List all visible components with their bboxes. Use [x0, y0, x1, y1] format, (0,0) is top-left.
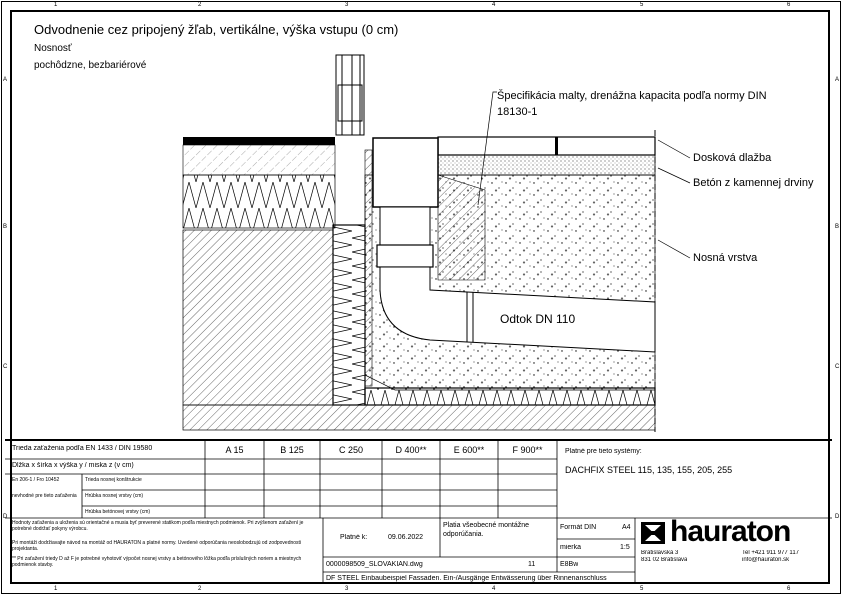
- row-marker: B: [835, 224, 840, 230]
- valid-date: 09.06.2022: [388, 534, 424, 541]
- note: Hodnoty zaťaženia a uloženia sú orientač…: [12, 520, 304, 532]
- column-marker: 2: [198, 2, 202, 8]
- mortar-callout-line1: Špecifikácia malty, drenážna kapacita po…: [497, 90, 767, 102]
- phone: Tel +421 911 977 117: [742, 550, 799, 556]
- column-marker: 5: [640, 2, 644, 8]
- column-marker: 1: [54, 586, 58, 592]
- base-callout: Nosná vrstva: [693, 252, 758, 264]
- bottom-structure: [182, 404, 656, 431]
- class-f900: F 900**: [512, 445, 543, 455]
- note: ** Pri zaťažení triedy D až F je potrebn…: [12, 556, 302, 568]
- concrete-note: nevhodné pre tieto zaťaženia: [12, 493, 77, 499]
- row-label: Hrúbka nosnej vrstvy (cm): [85, 493, 144, 499]
- valid-label: Platné k:: [340, 534, 368, 541]
- scale-value: 1:5: [620, 544, 630, 551]
- systems-list: DACHFIX STEEL 115, 135, 155, 205, 255: [565, 465, 733, 475]
- format-value: A4: [622, 524, 631, 531]
- row-marker: A: [3, 77, 8, 83]
- address-line2: 831 02 Bratislava: [641, 557, 688, 563]
- left-structure: [182, 229, 334, 406]
- outlet-callout: Odtok DN 110: [500, 312, 576, 326]
- column-marker: 6: [787, 2, 791, 8]
- systems-label: Platné pre tieto systémy:: [565, 448, 642, 455]
- row-marker: D: [835, 514, 840, 520]
- row-marker: C: [835, 364, 840, 370]
- column-marker: 6: [787, 586, 791, 592]
- column-marker: 5: [640, 586, 644, 592]
- mortar-zone: [437, 174, 486, 281]
- column-marker: 4: [492, 2, 496, 8]
- class-c250: C 250: [338, 445, 364, 455]
- class-e600: E 600**: [453, 445, 485, 455]
- left-membrane: [183, 137, 335, 145]
- left-screed: [182, 144, 336, 176]
- class-b125: B 125: [280, 445, 304, 455]
- load-label: Nosnosť: [34, 43, 72, 54]
- hauraton-logo-icon: [641, 522, 665, 544]
- note: Pri montáži dodržiavajte návod na montáž…: [12, 540, 302, 552]
- column-marker: 2: [198, 586, 202, 592]
- drawing-title: Odvodnenie cez pripojený žľab, vertikáln…: [34, 22, 399, 37]
- paving-callout: Dosková dlažba: [693, 152, 772, 164]
- load-value: pochôdzne, bezbariérové: [34, 60, 147, 71]
- row-marker: D: [3, 514, 8, 520]
- email: info@hauraton.sk: [742, 557, 790, 563]
- filename: 0000098509_SLOVAKIAN.dwg: [326, 561, 423, 568]
- sheet-number: 11: [528, 561, 536, 568]
- column-marker: 3: [345, 586, 349, 592]
- row-label: Hrúbka betónovej vrstvy (cm): [85, 509, 151, 515]
- column-marker: 1: [54, 2, 58, 8]
- column-marker: 3: [345, 2, 349, 8]
- row-marker: B: [3, 224, 8, 230]
- format-label: Formát DIN: [560, 524, 597, 531]
- drawing-description: DF STEEL Einbaubeispiel Fassaden. Ein-/A…: [326, 575, 607, 582]
- concrete-callout: Betón z kamennej drviny: [693, 177, 814, 189]
- concrete-norm: En 206-1 / Fro 10452: [12, 477, 60, 483]
- left-insulation: [182, 174, 336, 229]
- column-marker: 4: [492, 586, 496, 592]
- row-marker: C: [3, 364, 8, 370]
- row-label: Trieda nosnej konštrukcie: [85, 477, 142, 483]
- drain-box: [372, 137, 439, 208]
- sheet-frame: [10, 10, 830, 584]
- class-a15: A 15: [225, 445, 244, 455]
- drawing-code: E8Bw: [560, 561, 579, 568]
- company-name: hauraton: [670, 515, 791, 548]
- dimensions-header: Dĺžka x šírka x výška y / miska z (v cm): [12, 462, 134, 469]
- row-marker: A: [835, 77, 840, 83]
- address-line1: Bratislavská 3: [641, 550, 679, 556]
- scale-label: mierka: [560, 544, 582, 551]
- class-d400: D 400**: [395, 445, 427, 455]
- mortar-callout-line2: 18130-1: [497, 106, 538, 118]
- facade-frame: [335, 54, 365, 136]
- general-note: Platia všeobecné montážne odporúčania.: [443, 522, 529, 538]
- load-class-header: Trieda zaťaženia podľa EN 1433 / DIN 195…: [12, 445, 153, 452]
